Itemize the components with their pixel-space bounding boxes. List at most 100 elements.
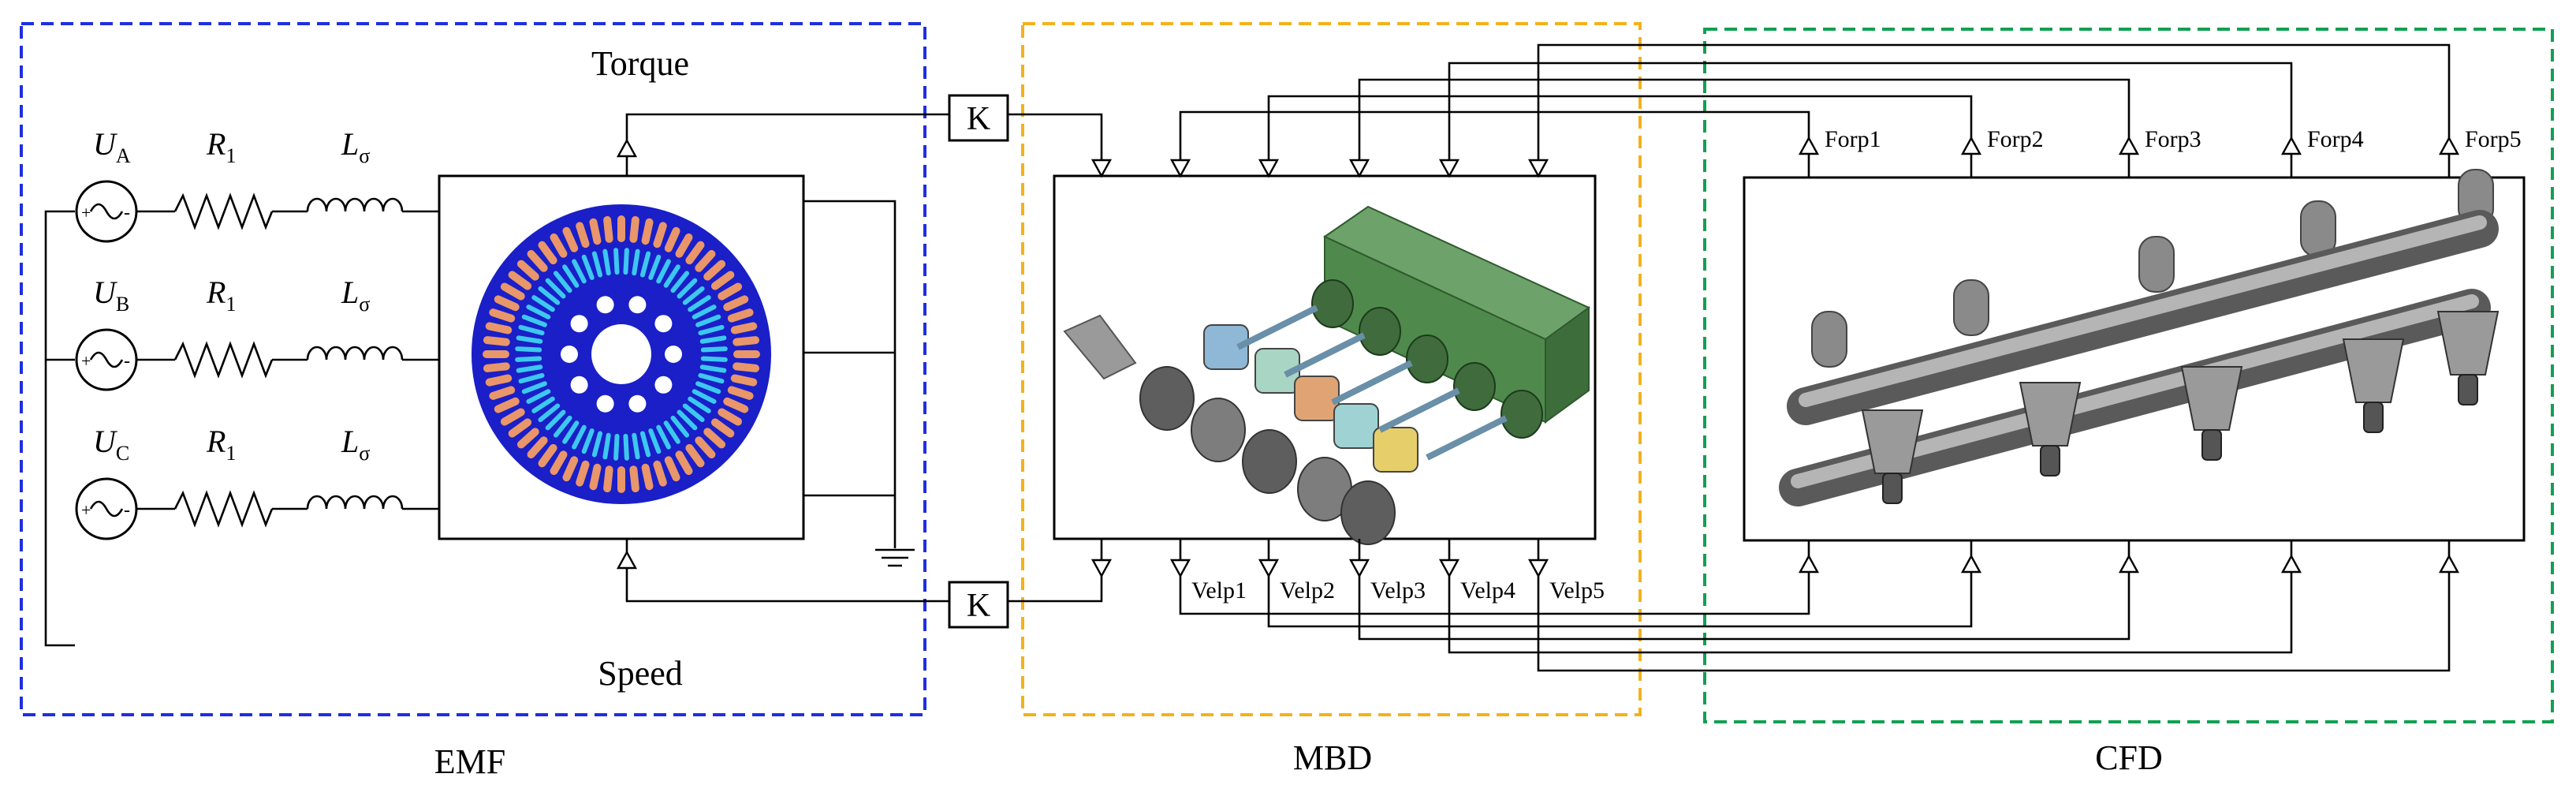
speed-label: Speed <box>598 654 683 693</box>
rotor-hole <box>561 346 578 363</box>
force-output-arrow <box>2280 136 2302 155</box>
torque-label: Torque <box>591 44 689 83</box>
stator-slot <box>550 233 568 258</box>
rotor-bar <box>688 295 711 312</box>
emf-section-border <box>20 22 926 716</box>
rotor-bar <box>581 428 595 454</box>
stator-slot <box>629 465 639 493</box>
force-port-label: Forp1 <box>1825 126 1881 152</box>
rotor-bar <box>623 433 629 461</box>
emf-section-label: EMF <box>434 742 505 781</box>
speed-link-wire <box>625 539 949 603</box>
stator-slot <box>675 450 693 476</box>
nozzle-tip <box>2201 429 2222 461</box>
torque-link-wire-out <box>1008 113 1103 176</box>
stator-slot <box>703 428 726 449</box>
ac-voltage-source-icon: +- <box>75 477 138 540</box>
rotor-bar <box>602 249 611 276</box>
shaft-bore <box>591 324 651 384</box>
rotor-bar <box>632 432 640 460</box>
rotor-bar <box>526 389 551 404</box>
mbd-section-label: MBD <box>1293 738 1372 777</box>
valve-head <box>1311 279 1354 328</box>
force-port-label: Forp3 <box>2145 126 2201 152</box>
crank-disc <box>1242 429 1297 494</box>
torque-link-wire <box>625 113 949 176</box>
rotor-bar <box>521 314 547 327</box>
force-output-arrow <box>2118 136 2140 155</box>
rotor-bar <box>531 396 555 413</box>
stator-slot <box>710 418 735 438</box>
stator-slot <box>603 215 613 243</box>
force-input-arrow <box>1348 159 1370 178</box>
plunger-rod <box>1331 360 1413 405</box>
velocity-wire <box>1267 539 1973 628</box>
force-port-label: Forp5 <box>2465 126 2522 152</box>
valve-head <box>1406 334 1448 383</box>
resistor-icon <box>173 192 274 230</box>
stator-slot <box>527 436 548 459</box>
stator-slot <box>489 386 516 400</box>
stator-slot <box>508 418 532 438</box>
pipe-stub <box>1953 279 1989 336</box>
cfd-section-border <box>1703 28 2554 723</box>
plunger-rod <box>1426 415 1508 461</box>
source-minus-label: - <box>124 203 130 223</box>
rotor-bar <box>531 295 555 312</box>
piston-cylinder <box>1203 324 1249 370</box>
nozzle-body <box>1861 409 1924 474</box>
stator-slot <box>494 295 520 312</box>
velocity-output-arrow <box>1438 559 1460 578</box>
motor-return-wire <box>803 200 897 548</box>
stator-slot <box>695 249 716 272</box>
mbd-section-border <box>1021 22 1642 716</box>
rotor-hole <box>628 394 647 413</box>
nozzle-body <box>2180 366 2243 431</box>
drive-shaft <box>1063 314 1137 380</box>
force-wire <box>1448 62 2293 178</box>
stator-slot <box>710 271 735 290</box>
resistor-icon <box>173 490 274 528</box>
crank-disc <box>1191 398 1246 462</box>
rotor-bar <box>516 364 543 373</box>
rotor-bar <box>521 381 547 394</box>
stator-slot <box>727 386 754 400</box>
velocity-input-arrow <box>1960 554 1982 574</box>
rotor-bar <box>562 420 580 444</box>
inductor-icon <box>306 197 404 212</box>
inductor-label: Lσ <box>341 126 370 167</box>
source-plus-label: + <box>81 203 91 222</box>
velocity-wire <box>1537 539 2451 672</box>
rotor-bar <box>562 264 580 288</box>
plunger-rod <box>1236 305 1318 350</box>
rotor-bar <box>516 335 543 344</box>
svg-text:K: K <box>967 588 990 624</box>
stator-slot <box>733 362 760 372</box>
discharge-pipe-highlight <box>1799 215 2487 407</box>
rotor-bar <box>648 428 662 454</box>
speed-output-arrow <box>1090 559 1113 578</box>
phase-voltage-label: UC <box>93 424 129 465</box>
stator-slot <box>718 408 743 426</box>
piston-cylinder <box>1373 427 1418 473</box>
crank-disc <box>1340 480 1396 545</box>
stator-slot <box>483 350 509 358</box>
rotor-hole <box>654 315 673 333</box>
stator-slot <box>727 308 754 323</box>
rotor-bar <box>572 259 587 284</box>
rotor-hole <box>570 376 588 394</box>
stator-slot <box>527 249 548 272</box>
velocity-output-arrow <box>1169 559 1191 578</box>
rotor-bar <box>553 415 572 438</box>
stator-slot <box>500 282 525 301</box>
stator-slot <box>516 260 539 281</box>
force-output-arrow <box>1798 136 1820 155</box>
velocity-input-arrow <box>2118 554 2140 574</box>
valve-head <box>1500 390 1543 439</box>
stator-slot <box>664 456 680 482</box>
stator-slot <box>589 218 602 245</box>
velocity-port-label: Velp1 <box>1191 577 1247 604</box>
